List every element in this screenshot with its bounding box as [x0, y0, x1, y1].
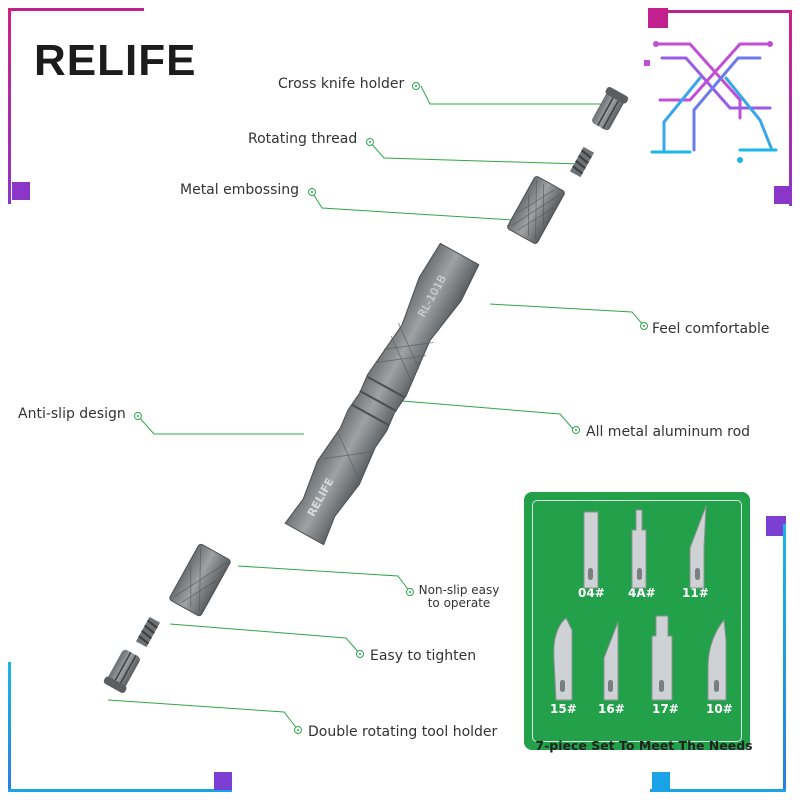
- x-circuit-icon: [644, 41, 778, 163]
- brand-logo-text: RELIFE: [34, 36, 197, 85]
- callout-dot-icon: [308, 188, 316, 196]
- callout-dot-icon: [356, 650, 364, 658]
- callout-metal-embossing: Metal embossing: [180, 182, 300, 198]
- frame-corner-bottom-left: [8, 662, 232, 792]
- callout-rotating-thread: Rotating thread: [248, 131, 358, 147]
- callout-double-rotating: Double rotating tool holder: [308, 724, 498, 740]
- callout-dot-icon: [412, 82, 420, 90]
- callout-anti-slip-design: Anti-slip design: [18, 406, 126, 422]
- callout-dot-icon: [366, 138, 374, 146]
- callout-all-metal-rod: All metal aluminum rod: [586, 424, 751, 440]
- callout-non-slip: Non-slip easy to operate: [418, 583, 500, 610]
- callout-easy-to-tighten: Easy to tighten: [370, 648, 477, 664]
- blade-set-graphics: [553, 505, 727, 701]
- frame-corner-top-left: [8, 8, 144, 204]
- callout-cross-knife-holder: Cross knife holder: [278, 76, 405, 92]
- engraving-knife-tool: RL-101B RELIFE: [103, 87, 629, 693]
- brand-logo: RELIFE: [34, 36, 196, 86]
- blade-set-caption: 7-piece Set To Meet The Needs: [535, 738, 753, 753]
- callout-dot-icon: [640, 322, 648, 330]
- frame-corner-top-right: [648, 8, 792, 206]
- frame-corner-bottom-right: [650, 516, 786, 792]
- callout-dot-icon: [294, 726, 302, 734]
- callout-lines: [107, 85, 645, 731]
- callout-dot-icon: [134, 412, 142, 420]
- callout-feel-comfortable: Feel comfortable: [652, 321, 770, 337]
- callout-dot-icon: [572, 426, 580, 434]
- callout-dot-icon: [406, 588, 414, 596]
